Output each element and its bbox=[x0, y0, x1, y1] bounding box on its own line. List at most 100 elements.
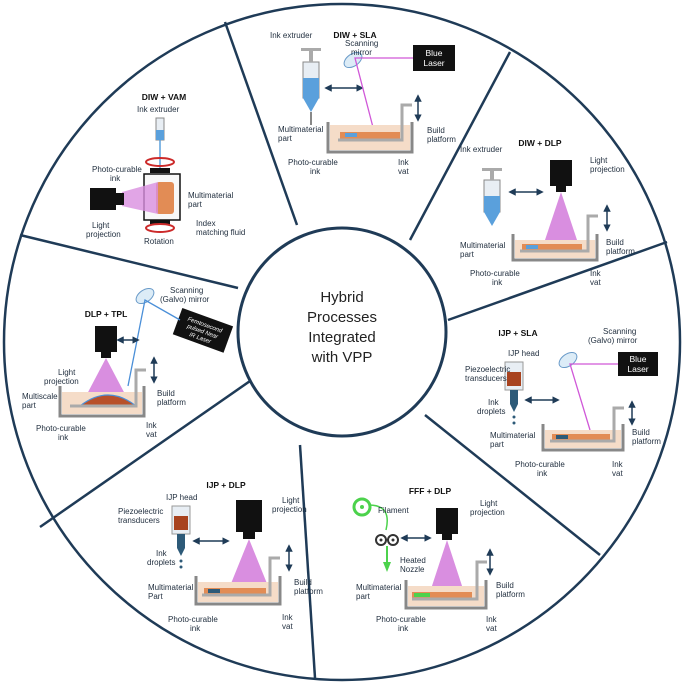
svg-text:ink: ink bbox=[110, 174, 121, 183]
blue-laser-box bbox=[618, 352, 658, 376]
svg-text:Light: Light bbox=[480, 499, 498, 508]
svg-text:ink: ink bbox=[310, 167, 321, 176]
ijp-head-icon bbox=[171, 505, 191, 569]
svg-text:transducers: transducers bbox=[465, 374, 507, 383]
svg-text:Laser: Laser bbox=[627, 364, 648, 374]
svg-text:Multimaterial: Multimaterial bbox=[188, 191, 234, 200]
light-beam bbox=[430, 540, 464, 592]
svg-text:IJP head: IJP head bbox=[166, 493, 197, 502]
svg-text:projection: projection bbox=[86, 230, 121, 239]
svg-text:mirror: mirror bbox=[351, 48, 372, 57]
svg-text:vat: vat bbox=[612, 469, 623, 478]
svg-text:vat: vat bbox=[398, 167, 409, 176]
svg-text:Ink: Ink bbox=[488, 398, 500, 407]
scanning-mirror-icon bbox=[135, 287, 155, 305]
svg-text:Build: Build bbox=[606, 238, 624, 247]
svg-text:Scanning: Scanning bbox=[603, 327, 636, 336]
laser-beam bbox=[354, 57, 413, 136]
svg-text:Ink: Ink bbox=[612, 460, 624, 469]
center-circle bbox=[236, 226, 448, 438]
svg-text:IJP + DLP: IJP + DLP bbox=[206, 480, 246, 490]
panel-diw-vam: DIW + VAM Ink extruder Photo-curable ink… bbox=[86, 92, 245, 246]
svg-text:Ink: Ink bbox=[156, 549, 168, 558]
svg-text:Ink extruder: Ink extruder bbox=[270, 31, 313, 40]
blue-laser-box bbox=[413, 45, 455, 71]
svg-text:projection: projection bbox=[44, 377, 79, 386]
ink-vat bbox=[58, 368, 146, 418]
panel-title: DIW + SLA bbox=[333, 30, 376, 40]
svg-text:Laser: Laser bbox=[423, 58, 444, 68]
svg-text:Photo-curable: Photo-curable bbox=[376, 615, 426, 624]
svg-text:Filament: Filament bbox=[378, 506, 409, 515]
svg-text:platform: platform bbox=[606, 247, 635, 256]
svg-text:Index: Index bbox=[196, 219, 216, 228]
svg-text:Light: Light bbox=[590, 156, 608, 165]
svg-text:part: part bbox=[188, 200, 203, 209]
svg-text:Photo-curable: Photo-curable bbox=[168, 615, 218, 624]
svg-text:Photo-curable: Photo-curable bbox=[470, 269, 520, 278]
ink-vat bbox=[404, 560, 488, 610]
rotation-top-icon bbox=[145, 157, 175, 173]
svg-text:vat: vat bbox=[146, 430, 157, 439]
projector-icon bbox=[95, 326, 117, 352]
svg-text:Ink: Ink bbox=[282, 613, 294, 622]
svg-text:FFF + DLP: FFF + DLP bbox=[409, 486, 452, 496]
panel-ijp-dlp: IJP + DLP IJP head Piezoelectric transdu… bbox=[118, 480, 323, 633]
svg-text:Nozzle: Nozzle bbox=[400, 565, 425, 574]
svg-text:Heated: Heated bbox=[400, 556, 426, 565]
svg-text:droplets: droplets bbox=[477, 407, 505, 416]
svg-text:platform: platform bbox=[632, 437, 661, 446]
svg-text:Build: Build bbox=[496, 581, 514, 590]
svg-text:platform: platform bbox=[157, 398, 186, 407]
svg-text:Light: Light bbox=[282, 496, 300, 505]
svg-text:ink: ink bbox=[537, 469, 548, 478]
svg-text:matching fluid: matching fluid bbox=[196, 228, 245, 237]
svg-text:DLP + TPL: DLP + TPL bbox=[85, 309, 128, 319]
ink-extruder-icon bbox=[482, 168, 502, 226]
svg-text:ink: ink bbox=[190, 624, 201, 633]
center-line-1: Hybrid bbox=[320, 289, 363, 306]
panel-dlp-tpl: DLP + TPL Scanning (Galvo) mirror Femtos… bbox=[22, 286, 234, 442]
svg-text:ink: ink bbox=[398, 624, 409, 633]
ijp-head-icon bbox=[504, 361, 524, 425]
svg-text:Ink: Ink bbox=[146, 421, 158, 430]
svg-text:Multimaterial: Multimaterial bbox=[490, 431, 536, 440]
center-title: Hybrid Processes Integrated with VPP bbox=[307, 289, 377, 366]
svg-text:Multimaterial: Multimaterial bbox=[278, 125, 324, 134]
projector-icon bbox=[90, 188, 116, 210]
rotation-bottom-icon bbox=[145, 220, 175, 233]
svg-text:Build: Build bbox=[632, 428, 650, 437]
svg-text:vat: vat bbox=[590, 278, 601, 287]
heated-nozzle-icon bbox=[375, 534, 399, 572]
svg-text:platform: platform bbox=[294, 587, 323, 596]
panel-ijp-sla: IJP + SLA Scanning (Galvo) mirror Blue L… bbox=[465, 327, 661, 478]
svg-text:Build: Build bbox=[157, 389, 175, 398]
svg-text:ink: ink bbox=[58, 433, 69, 442]
projector-icon bbox=[236, 500, 262, 532]
svg-text:part: part bbox=[278, 134, 293, 143]
svg-text:vat: vat bbox=[282, 622, 293, 631]
svg-text:droplets: droplets bbox=[147, 558, 175, 567]
svg-text:Scanning: Scanning bbox=[170, 286, 203, 295]
svg-text:(Galvo) mirror: (Galvo) mirror bbox=[588, 336, 638, 345]
svg-text:Part: Part bbox=[148, 592, 163, 601]
ink-vat bbox=[326, 103, 414, 154]
projector-icon bbox=[550, 160, 572, 186]
svg-text:Scanning: Scanning bbox=[345, 39, 378, 48]
svg-text:Piezoelectric: Piezoelectric bbox=[118, 507, 163, 516]
svg-text:Multimaterial: Multimaterial bbox=[148, 583, 194, 592]
svg-text:part: part bbox=[22, 401, 37, 410]
ink-vat bbox=[511, 214, 599, 262]
svg-text:Ink extruder: Ink extruder bbox=[460, 145, 503, 154]
svg-text:Photo-curable: Photo-curable bbox=[288, 158, 338, 167]
svg-text:platform: platform bbox=[496, 590, 525, 599]
svg-text:DIW + VAM: DIW + VAM bbox=[142, 92, 186, 102]
svg-text:Ink: Ink bbox=[398, 158, 410, 167]
svg-text:DIW + DLP: DIW + DLP bbox=[518, 138, 562, 148]
svg-text:Photo-curable: Photo-curable bbox=[515, 460, 565, 469]
svg-text:IJP + SLA: IJP + SLA bbox=[498, 328, 537, 338]
svg-text:Piezoelectric: Piezoelectric bbox=[465, 365, 510, 374]
svg-text:Photo-curable: Photo-curable bbox=[92, 165, 142, 174]
svg-text:Rotation: Rotation bbox=[144, 237, 174, 246]
